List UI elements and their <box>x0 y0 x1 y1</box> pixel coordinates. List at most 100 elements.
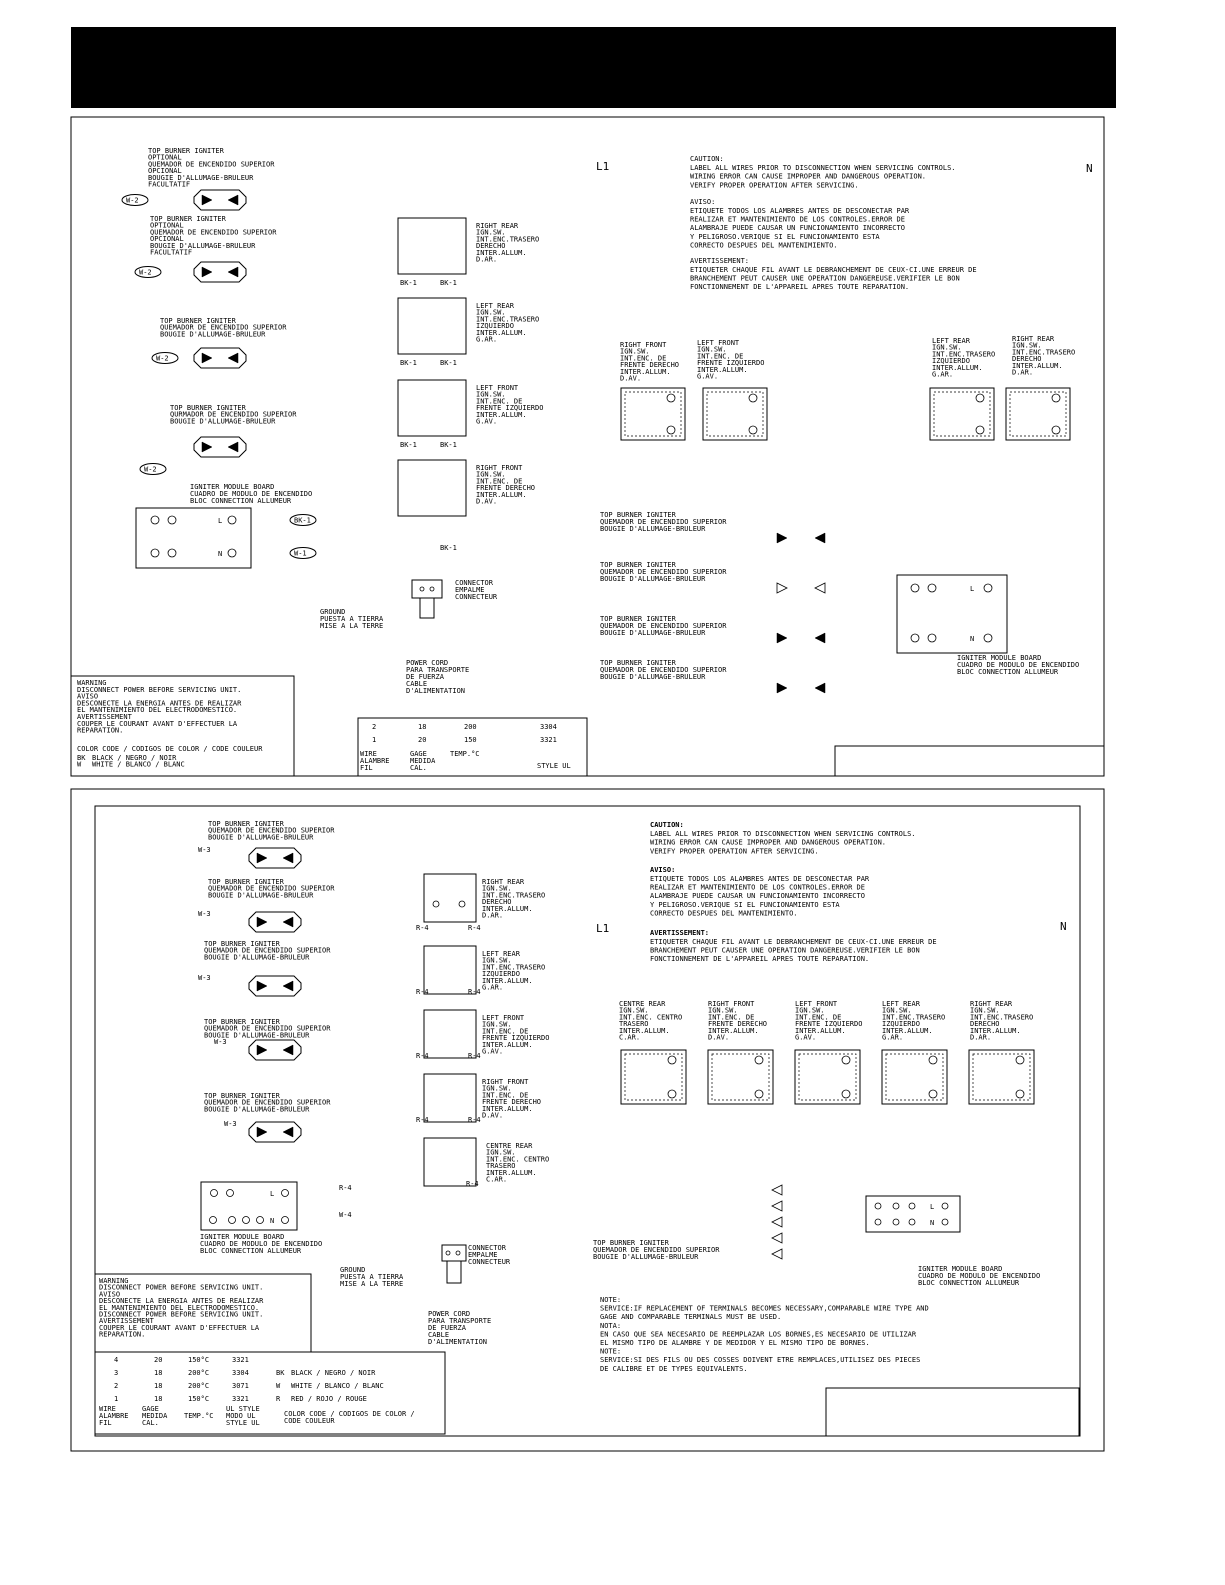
aviso-title: AVISO: <box>690 198 715 206</box>
terminal <box>419 586 425 592</box>
switch-label: IZQUIERDO <box>476 322 514 330</box>
switch-label: INT.ENC.TRASERO <box>482 891 545 899</box>
switch-terminal <box>666 393 676 403</box>
switch-label: FRENTE IZQUIERDO <box>795 1020 862 1028</box>
switch-label: RIGHT REAR <box>1012 335 1055 343</box>
switch-label: LEFT FRONT <box>476 384 519 392</box>
electrode-arrow <box>227 194 239 206</box>
power-cord-label: D'ALIMENTATION <box>406 687 465 695</box>
ground-label: GROUND <box>340 1266 365 1274</box>
table-header: CAL. <box>410 764 427 772</box>
warning-text: REPARATION. <box>77 727 123 735</box>
r-label: R-4 <box>466 1180 479 1188</box>
switch-label: IGN.SW. <box>970 1007 1000 1015</box>
switch-label: RIGHT FRONT <box>708 1000 755 1008</box>
electrode-arrow <box>227 266 239 278</box>
service-notes: DE CALIBRE ET DE TYPES EQUIVALENTS. <box>600 1365 748 1373</box>
wire-tag-label: W-2 <box>139 269 152 277</box>
switch-label: IGN.SW. <box>932 344 962 352</box>
switch-label: CENTRE REAR <box>486 1142 533 1150</box>
module-label: CUADRO DE MODULO DE ENCENDIDO <box>957 661 1079 669</box>
igniter-label: BOUGIE D'ALLUMAGE-BRULEUR <box>170 417 276 425</box>
switch-label: INT.ENC. DE <box>482 1027 528 1035</box>
wire-tag-label: W-3 <box>224 1120 237 1128</box>
terminal <box>892 1218 900 1226</box>
terminal <box>908 1202 916 1210</box>
switch-label: FRENTE DERECHO <box>708 1020 767 1028</box>
table-cell: 150°C <box>188 1395 209 1403</box>
switch-label: FRENTE DERECHO <box>476 484 535 492</box>
terminal <box>432 900 440 908</box>
module-L: L <box>930 1203 934 1211</box>
wire-tag-label: W-3 <box>198 910 211 918</box>
switch-label: D.AV. <box>476 498 497 506</box>
igniter <box>193 261 247 283</box>
switch-label: INT.ENC. DE <box>708 1013 754 1021</box>
ignition-switch <box>929 387 995 441</box>
wire-tag-label: W-3 <box>198 974 211 982</box>
switch-terminal <box>928 1089 938 1099</box>
w-label: W-4 <box>339 1211 352 1219</box>
wire-tag <box>289 547 317 559</box>
table-cell: 150 <box>464 736 477 744</box>
igniter-label: QUEMADOR DE ENCENDIDO SUPERIOR <box>204 1025 331 1033</box>
switch-dashed-outline <box>885 1053 944 1101</box>
terminal <box>150 548 160 558</box>
igniter-label: TOP BURNER IGNITER <box>160 317 237 325</box>
table-cell: 2 <box>114 1382 118 1390</box>
switch-label: INTER.ALLUM. <box>620 368 671 376</box>
igniter-label: FACULTATIF <box>150 249 192 257</box>
switch-label: IGN.SW. <box>482 885 512 893</box>
module-N: N <box>218 550 222 558</box>
igniter-label: QUEMADOR DE ENCENDIDO SUPERIOR <box>204 947 331 955</box>
switch-terminal <box>748 393 758 403</box>
wire-tag-label: BK-1 <box>294 517 311 525</box>
terminal <box>226 1189 234 1197</box>
electrode-arrow <box>201 352 213 364</box>
table-cell: 3304 <box>540 723 557 731</box>
switch-label: G.AR. <box>882 1034 903 1042</box>
module-label: CUADRO DE MODULO DE ENCENDIDO <box>200 1240 322 1248</box>
table-cell: 1 <box>114 1395 118 1403</box>
electrode-arrow <box>771 1216 783 1228</box>
electrode-arrow <box>201 194 213 206</box>
switch-label: INTER.ALLUM. <box>708 1027 759 1035</box>
table-cell: 18 <box>154 1369 162 1377</box>
connector-label: CONNECTEUR <box>455 593 498 601</box>
electrode-arrow <box>282 852 294 864</box>
switch-label: FRENTE DERECHO <box>482 1098 541 1106</box>
switch-label: INTER.ALLUM. <box>482 977 533 985</box>
switch-label: LEFT REAR <box>482 950 521 958</box>
service-notes: SERVICE:IF REPLACEMENT OF TERMINALS BECO… <box>600 1305 929 1313</box>
switch-label: CENTRE REAR <box>619 1000 666 1008</box>
ground-label: MISE A LA TERRE <box>320 622 383 630</box>
bk-label: BK-1 <box>440 279 457 287</box>
power-cord-label: CABLE <box>428 1331 449 1339</box>
warning-text: AVISO <box>99 1290 120 1298</box>
table-cell: 3321 <box>540 736 557 744</box>
switch-label: FRENTE IZQUIERDO <box>697 359 764 367</box>
wire-tag-label: W-3 <box>198 846 211 854</box>
switch-label: IGN.SW. <box>620 348 650 356</box>
wire-tag-label: W-2 <box>126 197 139 205</box>
module-N: N <box>930 1219 934 1227</box>
electrode-arrow <box>814 532 826 544</box>
switch-terminal <box>748 425 758 435</box>
switch-label: TRASERO <box>619 1020 649 1028</box>
switch-label: LEFT FRONT <box>795 1000 838 1008</box>
electrode-arrow <box>256 1044 268 1056</box>
terminal <box>227 515 237 525</box>
module-label: BLOC CONNECTION ALLUMEUR <box>190 497 292 505</box>
switch-terminal <box>754 1055 764 1065</box>
plug-body <box>419 597 435 619</box>
color-code-abbr: BK <box>276 1369 285 1377</box>
table-header: GAGE <box>142 1405 159 1413</box>
switch-label: DERECHO <box>1012 355 1042 363</box>
electrode-arrow <box>227 352 239 364</box>
switch-terminal <box>666 425 676 435</box>
module-label: IGNITER MODULE BOARD <box>957 654 1041 662</box>
terminal <box>256 1216 264 1224</box>
switch-label: INT.ENC. DE <box>476 397 522 405</box>
switch-label: IZQUIERDO <box>882 1020 920 1028</box>
